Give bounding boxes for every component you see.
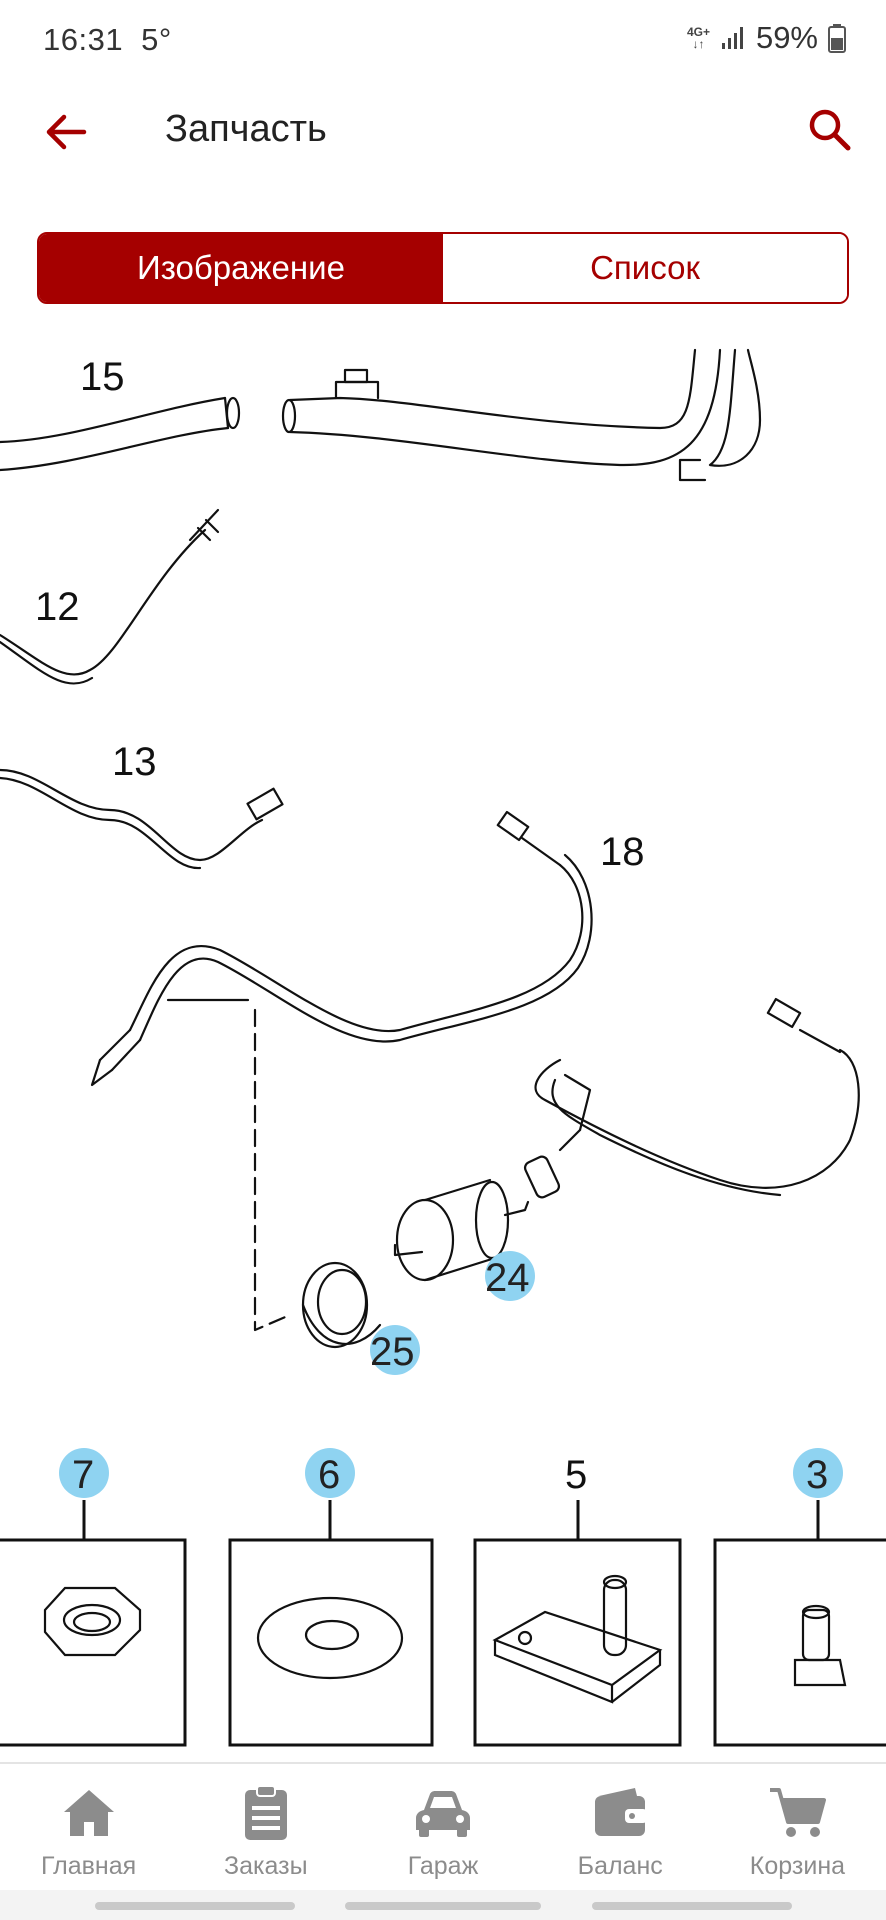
gesture-pill-right[interactable] (592, 1902, 792, 1910)
callout-5: 5 (565, 1453, 587, 1497)
page-title: Запчасть (165, 108, 327, 150)
bottom-navigation: Главная Заказы Гараж Баланс (0, 1762, 886, 1890)
part-6-box: 6 (228, 1448, 434, 1747)
gesture-pill-left[interactable] (95, 1902, 295, 1910)
hotspot-24[interactable]: 24 (485, 1251, 535, 1301)
hose-part-15 (0, 396, 241, 472)
hotspot-7[interactable]: 7 (59, 1448, 109, 1498)
nav-garage[interactable]: Гараж (354, 1764, 531, 1890)
view-mode-tabs: Изображение Список (37, 232, 849, 304)
parts-diagram: 15 12 13 18 24 25 7 (0, 340, 886, 1760)
callout-18: 18 (600, 830, 645, 874)
network-indicator: 4G+ ↓↑ (687, 26, 710, 50)
part-5-box: 5 (473, 1453, 682, 1747)
cart-icon (770, 1788, 827, 1837)
leader-line (253, 1008, 292, 1332)
status-right: 4G+ ↓↑ 59% (687, 20, 846, 56)
app-bar: Запчасть (0, 80, 886, 184)
gesture-pill-center[interactable] (345, 1902, 541, 1910)
nav-garage-label: Гараж (407, 1852, 479, 1880)
pipe-part-13 (0, 768, 284, 870)
fuel-line-part-18 (90, 810, 593, 1087)
hotspot-3-label: 3 (806, 1453, 828, 1497)
nav-orders[interactable]: Заказы (177, 1764, 354, 1890)
search-button[interactable] (802, 102, 858, 158)
washer-drawing (256, 1596, 404, 1680)
ring-part-25 (301, 1261, 382, 1349)
tab-list[interactable]: Список (443, 234, 847, 302)
arrow-left-icon (46, 114, 87, 150)
part-3-box: 3 (713, 1448, 886, 1747)
nav-balance[interactable]: Баланс (532, 1764, 709, 1890)
part-7-box: 7 (0, 1448, 187, 1747)
hotspot-25-label: 25 (370, 1330, 415, 1374)
parts-diagram-drawing: 15 12 13 18 24 25 7 (0, 348, 886, 1747)
status-left: 16:31 5° (43, 22, 190, 58)
home-icon (63, 1790, 114, 1836)
callout-12: 12 (35, 585, 80, 629)
hotspot-24-label: 24 (485, 1256, 530, 1300)
hose-main-right (281, 348, 762, 482)
orders-icon (244, 1785, 287, 1840)
bolt-drawing (793, 1604, 847, 1687)
nav-orders-label: Заказы (224, 1852, 308, 1880)
nav-cart-label: Корзина (749, 1852, 846, 1880)
pipe-part-12 (0, 508, 220, 685)
hotspot-3[interactable]: 3 (793, 1448, 843, 1498)
hotspot-6[interactable]: 6 (305, 1448, 355, 1498)
search-icon (809, 109, 851, 151)
car-icon (416, 1791, 470, 1837)
network-type: 4G+ (686, 25, 710, 39)
nav-balance-label: Баланс (577, 1852, 663, 1880)
fuel-filter-part-24 (393, 1128, 582, 1282)
hotspot-25[interactable]: 25 (370, 1325, 420, 1375)
callout-13: 13 (112, 740, 157, 784)
system-gesture-bar (0, 1890, 886, 1920)
hotspot-7-label: 7 (72, 1453, 94, 1497)
tab-image[interactable]: Изображение (39, 234, 443, 302)
back-button[interactable] (38, 104, 94, 160)
bracket-drawing (492, 1574, 663, 1704)
status-time: 16:31 (43, 22, 124, 57)
nav-home[interactable]: Главная (0, 1764, 177, 1890)
nav-home-label: Главная (41, 1852, 137, 1880)
status-temperature: 5° (141, 22, 172, 57)
hex-nut-drawing (43, 1586, 142, 1657)
wallet-icon (595, 1788, 648, 1836)
signal-icon (721, 27, 743, 49)
battery-icon (828, 24, 846, 53)
nav-cart[interactable]: Корзина (709, 1764, 886, 1890)
fuel-line-lower (534, 997, 860, 1197)
hotspot-6-label: 6 (318, 1453, 340, 1497)
network-arrows: ↓↑ (692, 37, 705, 51)
callout-15: 15 (80, 355, 125, 399)
status-bar: 16:31 5° 4G+ ↓↑ 59% (0, 0, 886, 80)
battery-percent: 59% (755, 20, 818, 55)
